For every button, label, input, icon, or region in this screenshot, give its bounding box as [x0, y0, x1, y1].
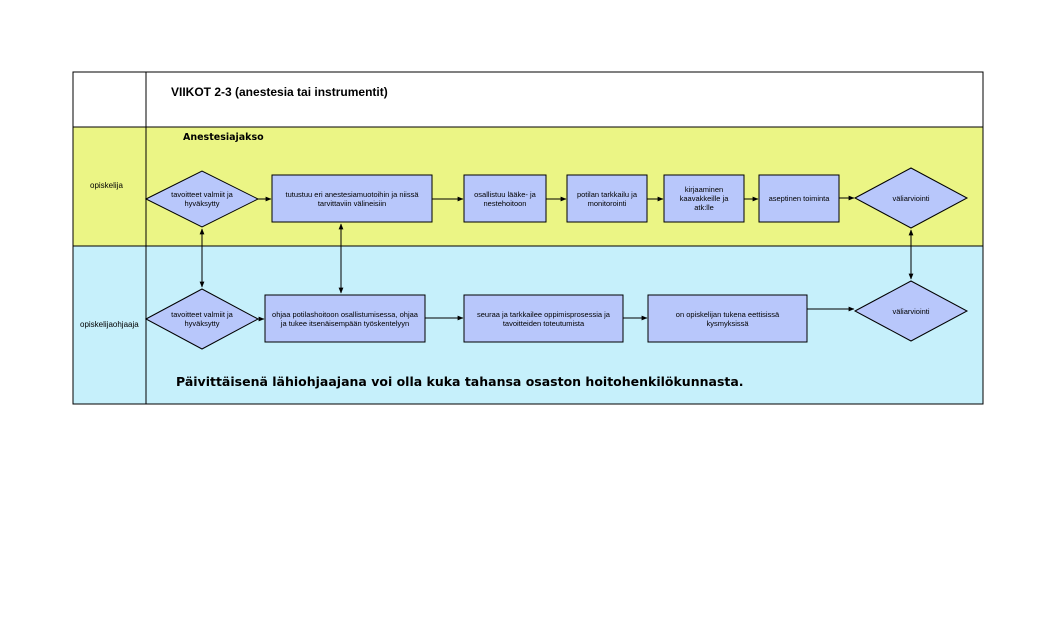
student-monitoring-label: potilan tarkkailu ja monitorointi: [576, 189, 638, 208]
student-lane-header-band: [73, 127, 146, 246]
student-anesthesia-forms-box[interactable]: [271, 174, 433, 223]
lane-label-student: opiskelija: [90, 181, 123, 190]
student-anesthesia-forms-label: tutustuu eri anestesiamuotoihin ja niiss…: [285, 189, 419, 208]
student-evaluation-label: väliarviointi: [892, 193, 930, 203]
student-goals-label: tavoitteet valmiit ja hyväksytty: [171, 190, 233, 208]
section-title: Anestesiajakso: [183, 132, 264, 143]
supervisor-lane-header-band: [73, 246, 146, 404]
student-medication-box[interactable]: [463, 174, 547, 223]
supervisor-ethics-label: on opiskelijan tukena eettisissä kysmyks…: [675, 309, 780, 328]
student-aseptic-label: aseptinen toiminta: [768, 194, 830, 203]
page-title: VIIKOT 2-3 (anestesia tai instrumentit): [171, 85, 388, 99]
supervisor-follows-box[interactable]: [463, 294, 624, 343]
supervisor-ethics-box[interactable]: [647, 294, 808, 343]
supervisor-guides-label: ohjaa potilashoitoon osallistumisessa, o…: [272, 309, 418, 328]
lane-label-supervisor: opiskelijaohjaaja: [80, 320, 139, 329]
supervisor-evaluation-diamond[interactable]: [853, 280, 969, 342]
supervisor-evaluation-label: väliarviointi: [892, 306, 930, 316]
student-evaluation-diamond[interactable]: [853, 167, 969, 229]
supervisor-goals-label: tavoitteet valmiit ja hyväksytty: [171, 310, 233, 328]
student-medication-label: osallistuu lääke- ja nestehoitoon: [474, 189, 536, 208]
student-monitoring-box[interactable]: [566, 174, 648, 223]
student-documentation-box[interactable]: [663, 174, 745, 223]
footer-note: Päivittäisenä lähiohjaajana voi olla kuk…: [176, 374, 744, 389]
student-documentation-label: kirjaaminen kaavakkeille ja atk:lle: [679, 185, 729, 212]
supervisor-follows-label: seuraa ja tarkkailee oppimisprosessia ja…: [477, 309, 610, 328]
pool-frame: [72, 71, 984, 405]
student-aseptic-box[interactable]: [758, 174, 840, 223]
